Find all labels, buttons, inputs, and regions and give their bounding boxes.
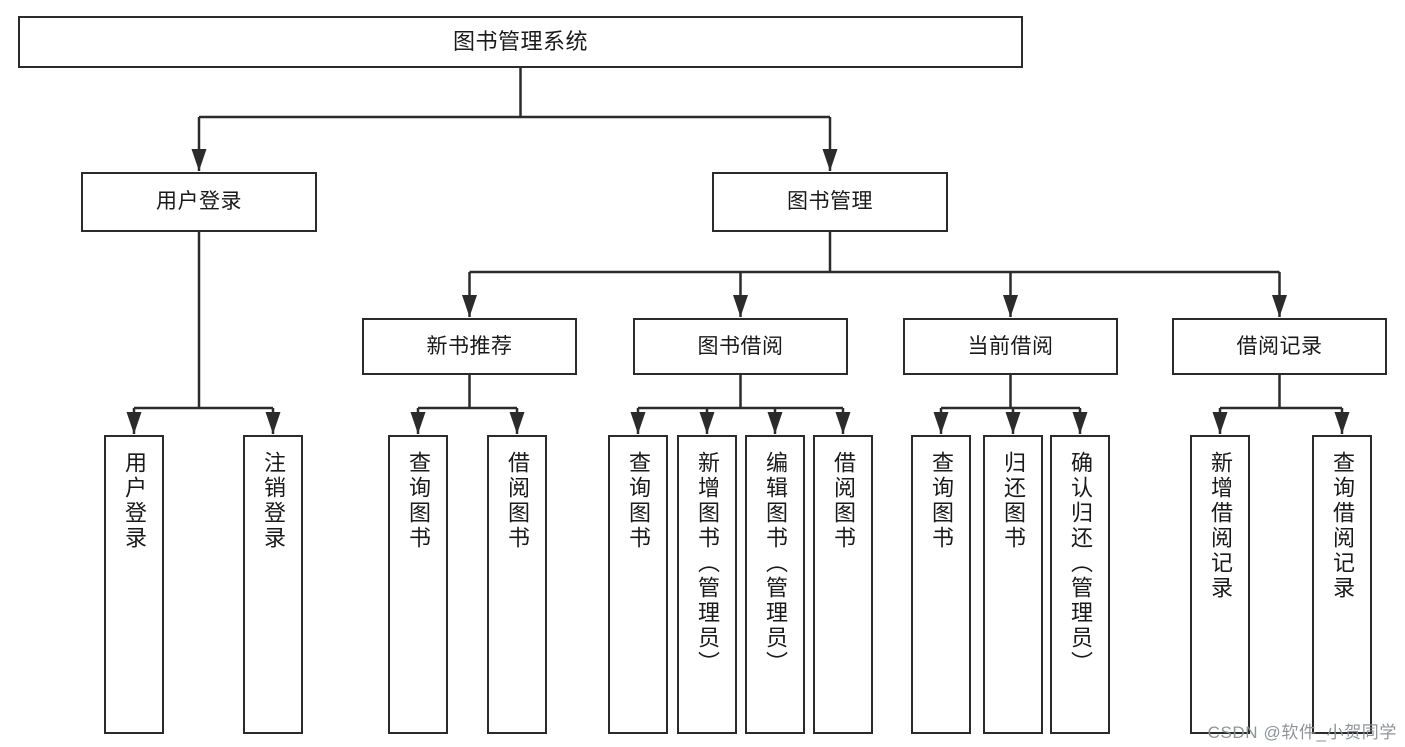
- node-user-login[interactable]: 用户登录: [81, 172, 317, 232]
- arrow-head-leaf-confirm-return: [1072, 412, 1088, 434]
- arrow-head-leaf-edit-book: [767, 412, 783, 434]
- node-leaf-query-record[interactable]: 查询借阅记录: [1312, 435, 1372, 734]
- arrow-head-leaf-return-book: [1005, 412, 1021, 434]
- node-label: 用户登录: [122, 451, 147, 551]
- node-book-borrow[interactable]: 图书借阅: [633, 318, 848, 375]
- arrow-head-leaf-add-record: [1212, 412, 1228, 434]
- arrow-head-leaf-query-book-1: [410, 412, 426, 434]
- arrow-head-leaf-query-book-3: [933, 412, 949, 434]
- node-label: 借阅图书: [505, 451, 530, 551]
- node-leaf-query-book-1[interactable]: 查询图书: [388, 435, 448, 734]
- node-label: 查询借阅记录: [1330, 451, 1355, 601]
- arrow-head-leaf-borrow-book-2: [835, 412, 851, 434]
- node-leaf-query-book-2[interactable]: 查询图书: [608, 435, 668, 734]
- node-label: 用户登录: [156, 190, 242, 214]
- node-leaf-confirm-return[interactable]: 确认归还（管理员）: [1050, 435, 1110, 734]
- node-label: 注销登录: [261, 451, 286, 551]
- node-label: 新增借阅记录: [1208, 451, 1233, 601]
- node-label: 查询图书: [626, 451, 651, 551]
- watermark-label: CSDN @软件_小贺同学: [1207, 723, 1397, 742]
- node-leaf-add-record[interactable]: 新增借阅记录: [1190, 435, 1250, 734]
- arrow-head-user-login: [191, 149, 207, 171]
- arrow-head-leaf-borrow-book-1: [509, 412, 525, 434]
- node-leaf-borrow-book-2[interactable]: 借阅图书: [813, 435, 873, 734]
- node-leaf-edit-book[interactable]: 编辑图书（管理员）: [745, 435, 805, 734]
- arrow-head-leaf-add-book: [699, 412, 715, 434]
- node-label: 查询图书: [929, 451, 954, 551]
- node-label: 图书管理系统: [452, 28, 588, 54]
- node-leaf-return-book[interactable]: 归还图书: [983, 435, 1043, 734]
- node-new-book-rec[interactable]: 新书推荐: [362, 318, 577, 375]
- node-label: 编辑图书（管理员）: [763, 451, 788, 676]
- node-label: 图书管理: [787, 190, 873, 214]
- node-leaf-user-login[interactable]: 用户登录: [104, 435, 164, 734]
- node-label: 新书推荐: [426, 334, 513, 358]
- node-label: 借阅记录: [1236, 334, 1323, 358]
- node-label: 图书借阅: [697, 334, 784, 358]
- arrow-head-leaf-user-login: [126, 412, 142, 434]
- node-book-manage[interactable]: 图书管理: [712, 172, 948, 232]
- node-label: 当前借阅: [967, 334, 1054, 358]
- arrow-head-leaf-user-logout: [265, 412, 281, 434]
- node-label: 归还图书: [1001, 451, 1026, 551]
- node-label: 确认归还（管理员）: [1068, 451, 1093, 676]
- node-leaf-borrow-book-1[interactable]: 借阅图书: [487, 435, 547, 734]
- node-leaf-query-book-3[interactable]: 查询图书: [911, 435, 971, 734]
- node-leaf-user-logout[interactable]: 注销登录: [243, 435, 303, 734]
- arrow-head-book-borrow: [733, 295, 748, 317]
- node-label: 查询图书: [406, 451, 431, 551]
- node-root[interactable]: 图书管理系统: [18, 16, 1023, 68]
- node-leaf-add-book[interactable]: 新增图书（管理员）: [677, 435, 737, 734]
- node-label: 借阅图书: [831, 451, 856, 551]
- node-current-borrow[interactable]: 当前借阅: [903, 318, 1118, 375]
- arrow-head-new-book-rec: [462, 295, 477, 317]
- node-label: 新增图书（管理员）: [695, 451, 720, 676]
- arrow-head-borrow-record: [1272, 295, 1287, 317]
- arrow-head-leaf-query-record: [1334, 412, 1350, 434]
- arrow-head-current-borrow: [1003, 295, 1018, 317]
- node-borrow-record[interactable]: 借阅记录: [1172, 318, 1387, 375]
- arrow-head-book-manage: [822, 149, 838, 171]
- arrow-head-leaf-query-book-2: [630, 412, 646, 434]
